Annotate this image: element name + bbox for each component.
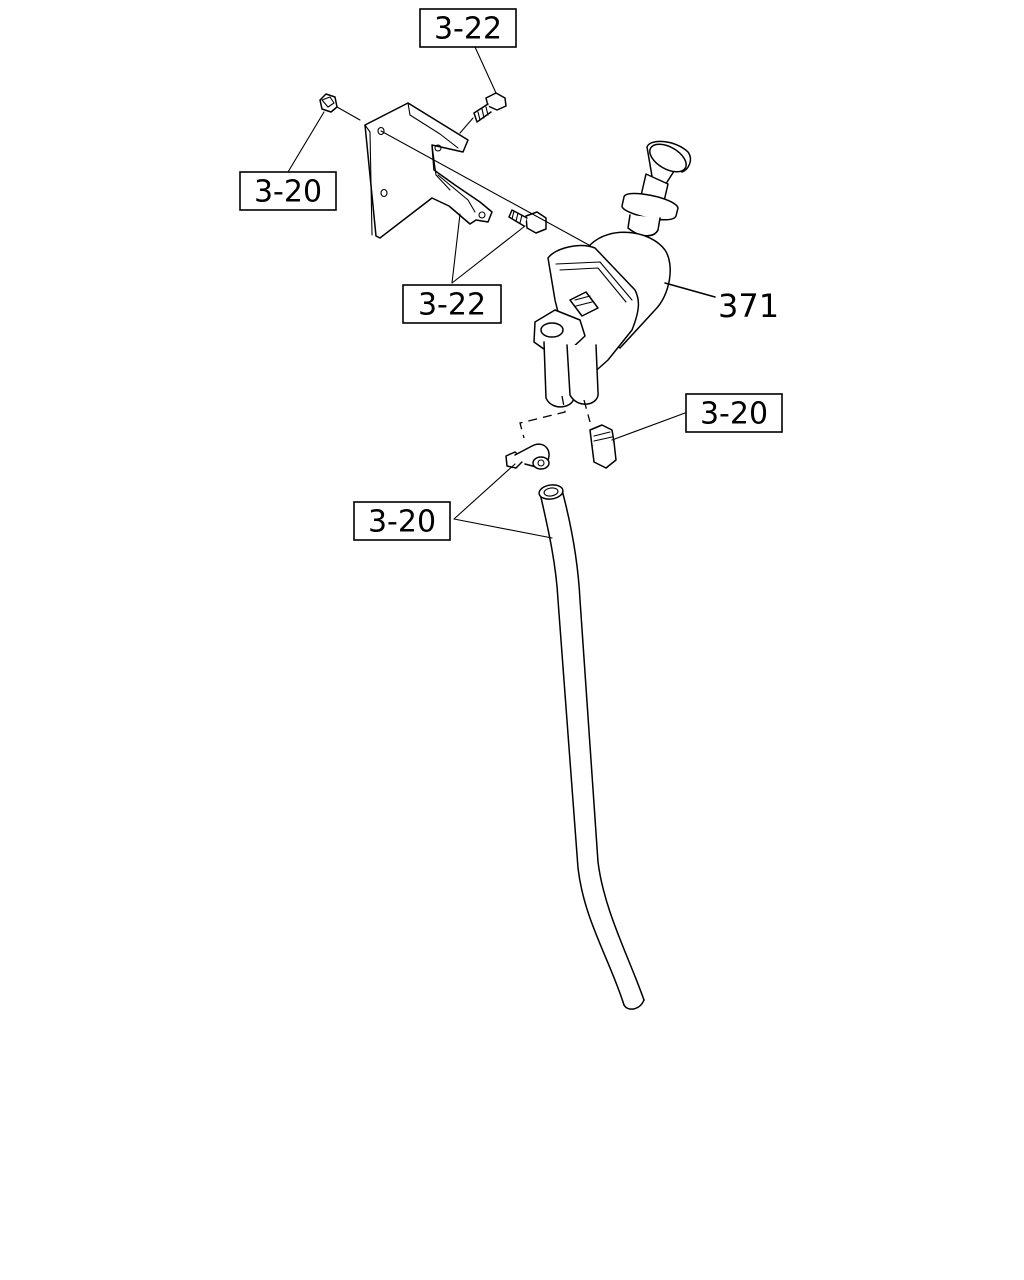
- callout-3-22-top: 3-22: [419, 8, 517, 48]
- nut-part: [319, 93, 361, 121]
- top-bolt-part: [459, 92, 507, 134]
- connection-dashes: [519, 395, 591, 439]
- mounting-bracket: [364, 102, 493, 239]
- leader-lines: [287, 46, 686, 539]
- callout-label: 3-22: [418, 288, 486, 323]
- callout-3-22-bracket: 3-22: [402, 284, 502, 324]
- side-bolt-part: [508, 209, 547, 234]
- hand-brake-valve: [533, 140, 716, 408]
- callout-label: 3-20: [700, 397, 768, 432]
- callout-3-20-clamp: 3-20: [353, 501, 451, 541]
- callout-3-20-nut: 3-20: [239, 171, 337, 211]
- callout-3-20-fitting: 3-20: [685, 393, 783, 433]
- callout-371-valve: 371: [718, 287, 779, 325]
- callout-label: 3-20: [254, 175, 322, 210]
- callout-label: 3-22: [434, 12, 502, 47]
- fitting-part: [589, 424, 617, 469]
- callout-label: 371: [718, 287, 779, 325]
- callout-label: 3-20: [368, 505, 436, 540]
- hose-clamp-part: [505, 443, 550, 470]
- brake-hose: [538, 484, 645, 1010]
